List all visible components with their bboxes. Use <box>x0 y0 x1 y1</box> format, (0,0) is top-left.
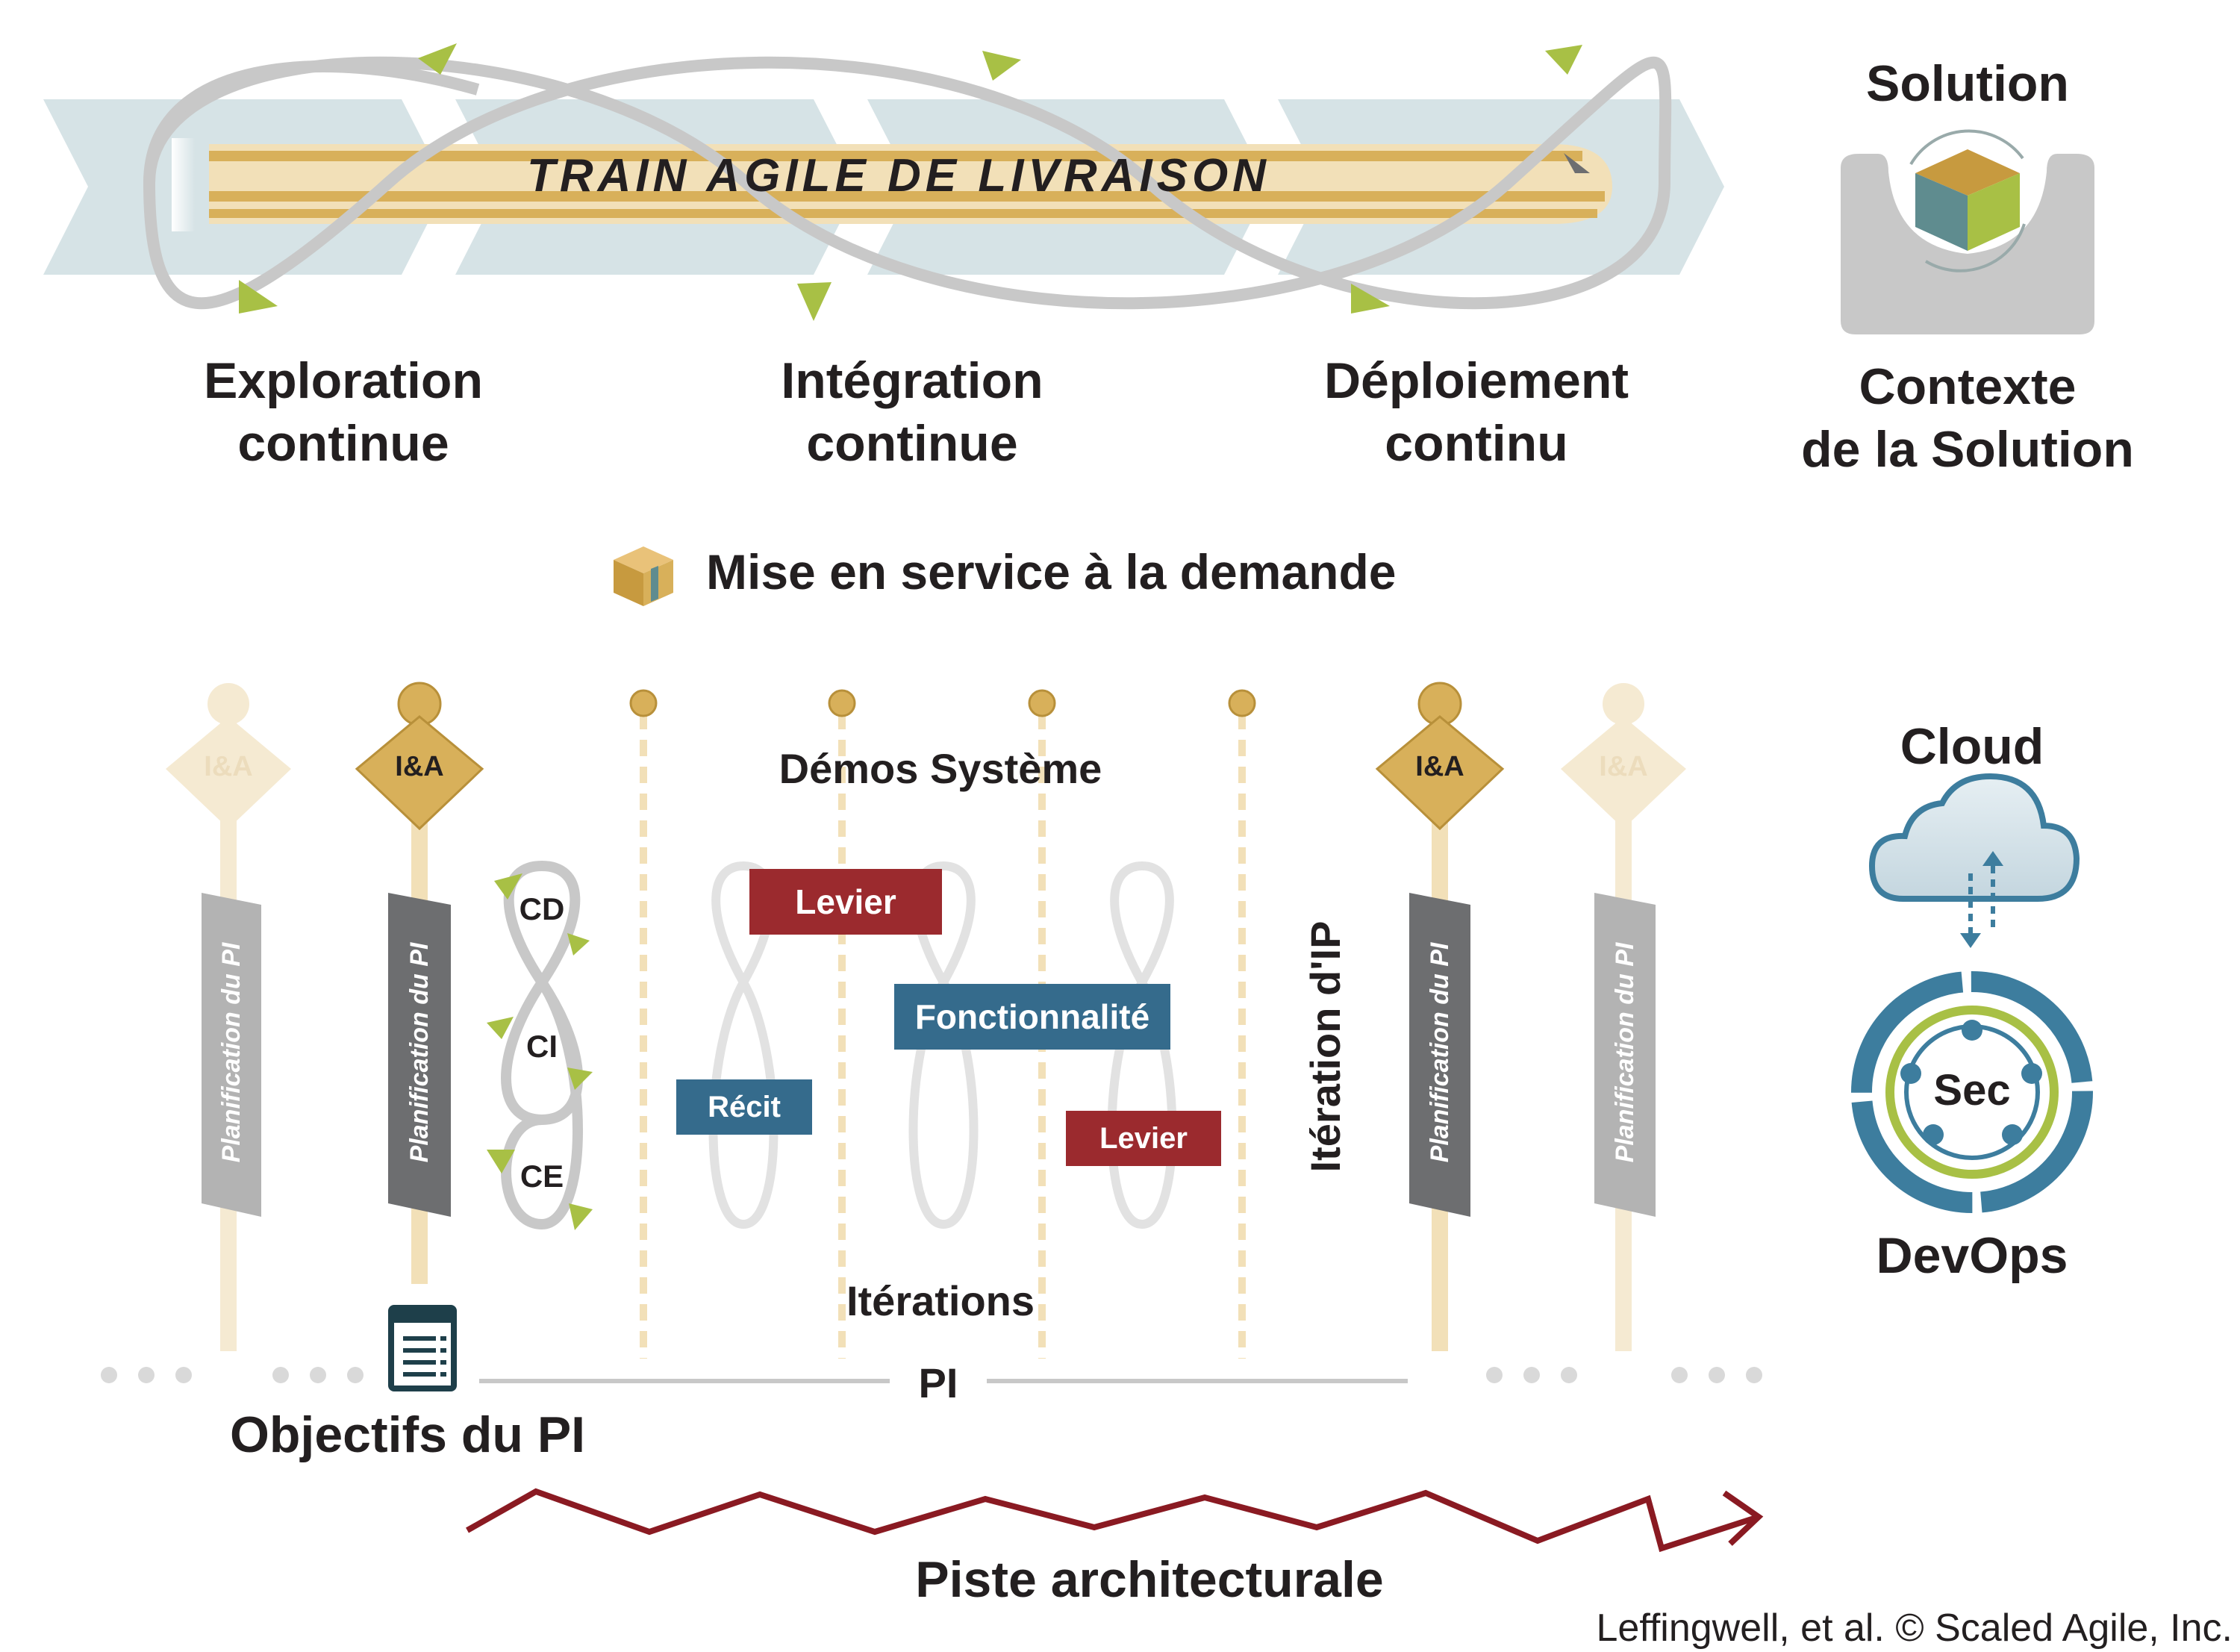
exploration-line1: Exploration <box>203 352 484 409</box>
iteration-dots <box>629 689 1256 717</box>
architectural-runway-label: Piste architecturale <box>915 1551 1384 1608</box>
enabler-tag-1: Levier <box>749 869 942 935</box>
ia-label-faded-right: I&A <box>1599 751 1648 782</box>
system-demos-label: Démos Système <box>779 745 1102 792</box>
ia-label-active-left: I&A <box>395 751 444 782</box>
pi-timeline <box>101 1367 1762 1383</box>
package-icon <box>614 546 673 606</box>
ia-label-faded-left: I&A <box>204 751 253 782</box>
runway-arrowhead <box>1722 1490 1764 1546</box>
planning-banners <box>202 893 1656 1217</box>
deployment-line2: continu <box>1385 415 1568 472</box>
loop-small-arrows <box>487 873 593 1230</box>
story-tag: Récit <box>676 1079 812 1135</box>
pi-objectives-label: Objectifs du PI <box>230 1406 586 1463</box>
ip-iteration-label: Itération d'IP <box>1302 920 1349 1173</box>
iteration-loops <box>708 861 1177 1229</box>
solution-title: Solution <box>1866 55 2069 112</box>
integration-line1: Intégration <box>781 352 1043 409</box>
integration-label: Intégration continue <box>718 349 1106 475</box>
train-title: TRAIN AGILE DE LIVRAISON <box>527 150 1270 202</box>
exploration-label: Exploration continue <box>149 349 537 475</box>
ia-label-active-right: I&A <box>1415 751 1464 782</box>
loop-label-ce: CE <box>520 1159 564 1194</box>
objectives-doc-icon <box>388 1305 457 1391</box>
planning-label-2: Planification du PI <box>405 942 434 1163</box>
exploration-line2: continue <box>237 415 449 472</box>
deployment-label: Déploiement continu <box>1282 349 1670 475</box>
solution-context-label: Contexte de la Solution <box>1744 355 2191 481</box>
release-on-demand-label: Mise en service à la demande <box>706 544 1397 599</box>
iterations-label: Itérations <box>846 1277 1035 1324</box>
planning-label-1: Planification du PI <box>217 942 246 1163</box>
pi-label: PI <box>918 1359 958 1406</box>
solution-context-line2: de la Solution <box>1801 421 2134 478</box>
planning-label-3: Planification du PI <box>1426 942 1454 1163</box>
loop-arrows <box>239 43 1582 321</box>
sec-label: Sec <box>1933 1066 2011 1115</box>
deployment-line1: Déploiement <box>1323 352 1629 409</box>
feature-tag: Fonctionnalité <box>894 984 1170 1050</box>
loop-label-ci: CI <box>526 1029 558 1064</box>
devops-label: DevOps <box>1876 1227 2068 1284</box>
planning-label-4: Planification du PI <box>1611 942 1639 1163</box>
integration-line2: continue <box>806 415 1018 472</box>
solution-context-line1: Contexte <box>1859 358 2077 415</box>
runway-zigzag <box>466 1488 1760 1553</box>
loop-label-cd: CD <box>519 891 565 926</box>
copyright-text: Leffingwell, et al. © Scaled Agile, Inc. <box>1596 1606 2233 1650</box>
cloud-icon <box>1868 773 2080 948</box>
enabler-tag-2: Levier <box>1066 1111 1221 1166</box>
devsecops-icon <box>1851 971 2093 1213</box>
cloud-label: Cloud <box>1900 718 2044 775</box>
solution-icon <box>1841 129 2094 334</box>
infinity-loops <box>143 56 1672 310</box>
train-body <box>172 138 1612 231</box>
